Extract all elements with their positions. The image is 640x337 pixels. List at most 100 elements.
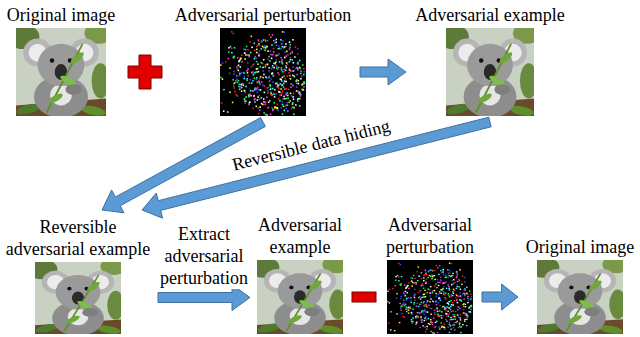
noise-dot (396, 313, 398, 314)
noise-dot (452, 325, 454, 326)
noise-dot (248, 104, 250, 106)
noise-dot (244, 52, 246, 54)
noise-dot (449, 289, 451, 290)
noise-dot (241, 61, 243, 63)
image-caption: Adversarial perturbation (384, 214, 476, 258)
noise-dot (437, 332, 439, 333)
noise-dot (292, 85, 294, 87)
noise-dot (459, 308, 461, 309)
noise-dot (293, 113, 295, 115)
noise-dot (294, 56, 296, 58)
noise-dot (271, 44, 273, 46)
noise-dot (434, 279, 436, 280)
noise-dot (397, 275, 399, 276)
noise-dot (272, 81, 274, 83)
noise-dot (420, 319, 422, 320)
noise-dot (404, 305, 406, 306)
noise-dot (421, 302, 423, 303)
noise-dot (261, 103, 263, 105)
noise-dot (247, 54, 249, 56)
noise-dot (416, 306, 418, 307)
noise-dot (238, 86, 240, 88)
noise-dot (270, 36, 272, 38)
noise-dot (282, 63, 284, 65)
noise-dot (282, 40, 284, 42)
noise-dot (293, 93, 295, 95)
noise-dot (400, 296, 402, 297)
noise-dot (291, 83, 293, 85)
noise-dot (406, 287, 408, 288)
noise-dot (265, 114, 267, 116)
image-node: Adversarial perturbation (382, 212, 478, 336)
noise-dot (426, 329, 428, 330)
noise-dot (400, 310, 402, 311)
noise-dot (437, 311, 439, 312)
noise-dot (437, 302, 439, 303)
noise-dot (400, 264, 402, 265)
noise-dot (274, 96, 276, 98)
noise-dot (249, 101, 251, 103)
noise-dot (247, 72, 249, 74)
noise-dot (421, 272, 423, 273)
noise-dot (276, 82, 278, 84)
noise-dot (411, 285, 413, 286)
noise-dot (431, 269, 433, 270)
noise-dot (267, 64, 269, 66)
noise-dot (420, 317, 422, 318)
noise-dot (463, 293, 465, 294)
noise-dot (449, 321, 451, 322)
noise-dot (254, 72, 256, 74)
noise-dot (257, 107, 259, 109)
noise-dot (426, 302, 428, 303)
noise-dot (434, 285, 436, 286)
noise-dot (278, 74, 280, 76)
noise-dot (411, 319, 413, 320)
noise-dot (267, 90, 269, 92)
noise-dot (416, 271, 418, 272)
noise-dot (424, 310, 426, 311)
noise-dot (412, 317, 414, 318)
noise-dot (254, 56, 256, 58)
noise-dot (431, 314, 433, 315)
noise-dot (462, 294, 464, 295)
noise-dot (434, 312, 436, 313)
noise-dot (418, 266, 420, 267)
noise-dot (289, 75, 291, 77)
noise-dot (243, 72, 245, 74)
noise-dot (458, 316, 460, 317)
noise-dot (292, 66, 294, 68)
noise-dot (281, 69, 283, 71)
noise-dot (248, 54, 250, 56)
noise-dot (290, 78, 292, 80)
noise-dot (297, 63, 299, 65)
noise-dot (281, 84, 283, 86)
noise-dot (429, 301, 431, 302)
noise-dot (444, 282, 446, 283)
noise-dot (410, 302, 412, 303)
image-node: Original image (2, 2, 120, 118)
noise-dot (389, 289, 391, 290)
noise-dot (246, 70, 248, 72)
noise-dot (460, 314, 462, 315)
noise-dot (417, 303, 419, 304)
noise-dot (467, 293, 469, 294)
noise-dot (455, 311, 457, 312)
noise-dot (220, 64, 222, 66)
noise-dot (470, 298, 472, 299)
noise-dot (448, 288, 450, 289)
noise-dot (451, 275, 453, 276)
noise-dot (252, 107, 254, 109)
noise-dot (267, 87, 269, 89)
noise-dot (387, 291, 389, 292)
noise-dot (421, 284, 423, 285)
noise-dot (267, 107, 269, 109)
noise-dot (434, 270, 436, 271)
noise-dot (457, 314, 459, 315)
noise-dot (286, 62, 288, 64)
noise-dot (413, 302, 415, 303)
noise-dot (447, 284, 449, 285)
noise-dot (223, 110, 225, 112)
noise-dot (430, 319, 432, 320)
noise-dot (273, 75, 275, 77)
noise-dot (230, 46, 232, 48)
